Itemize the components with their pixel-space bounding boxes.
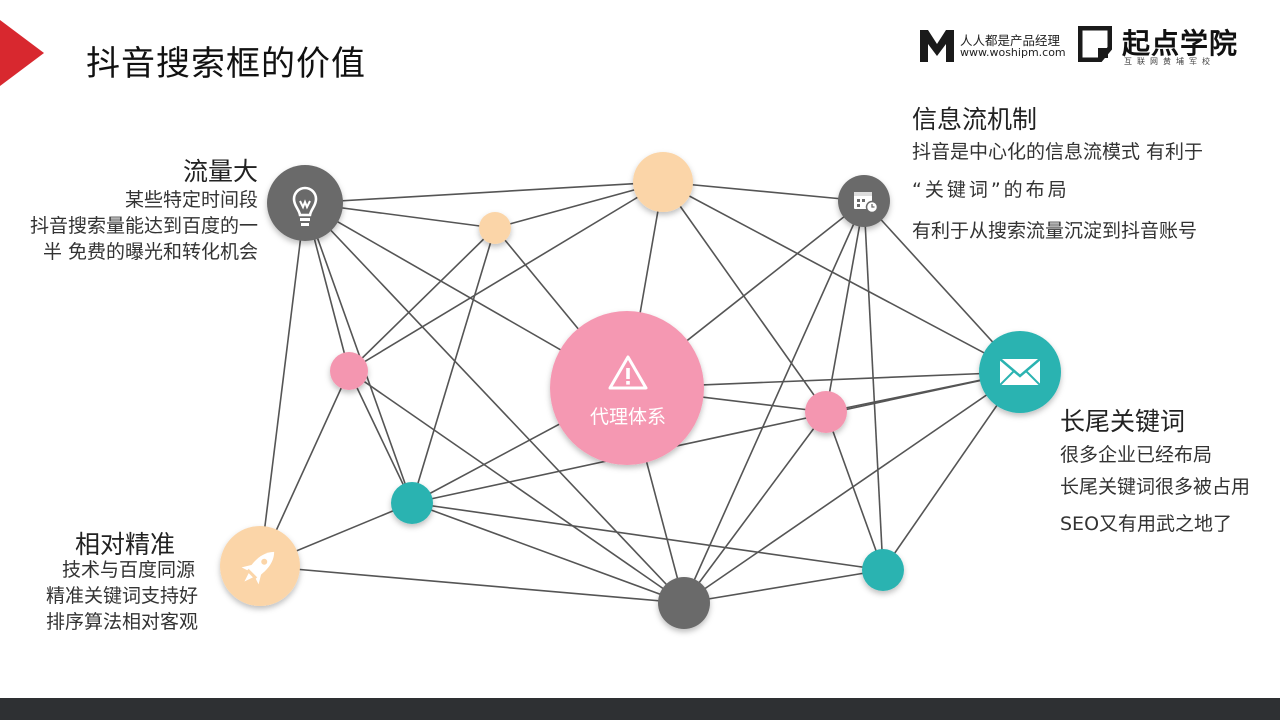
lightbulb-icon [292,186,318,226]
edge-mail-grayB [683,371,1021,604]
node-teal-right [862,549,904,591]
edge-peachT-cal [662,181,865,202]
precise-desc-3: 排序算法相对客观 [45,611,198,633]
calendar-icon [854,192,879,214]
feed-heading: 信息流机制 [912,105,1038,134]
edge-bulb-peachT [304,181,664,204]
edge-cal-pinkR [825,200,865,413]
page-title: 抖音搜索框的价值 [86,44,366,84]
edge-rocket-grayB [259,565,685,604]
longtail-desc-1: 很多企业已经布局 [1060,444,1213,466]
feed-desc-3: 有利于从搜索流量沉淀到抖音账号 [912,220,1198,242]
edge-bulb-rocket [259,202,306,567]
node-peach-small [479,212,511,244]
traffic-desc-2: 抖音搜索量能达到百度的一 [29,215,258,237]
edge-pinkL-tealL [348,370,413,504]
feed-desc-2: “关键词”的布局 [912,179,1070,201]
accent-triangle [0,20,44,86]
edge-peachT-mail [662,181,1021,373]
node-pink-left [330,352,368,390]
edge-pinkL-grayB [348,370,685,604]
academy-subtitle: 互联网黄埔军校 [1124,57,1215,66]
traffic-desc-1: 某些特定时间段 [124,189,258,211]
edge-peachS-tealL [411,227,496,504]
academy-logo-icon [1078,26,1112,62]
edge-pinkR-tealR [825,411,884,571]
mail-icon [999,358,1041,386]
edge-peachT-pinkR [662,181,827,413]
edge-tealL-tealR [411,502,884,571]
longtail-desc-2: 长尾关键词很多被占用 [1060,476,1251,498]
precise-desc-2: 精准关键词支持好 [45,585,198,607]
traffic-desc-3: 半 免费的曝光和转化机会 [42,241,258,263]
academy-name: 起点学院 [1122,27,1239,60]
woshipm-logo-icon [920,30,954,62]
edge-mail-tealL [411,371,1021,504]
edge-tealL-grayB [411,502,685,604]
network-nodes [220,152,1061,629]
warning-icon [608,355,648,390]
edge-peachS-pinkL [348,227,496,372]
edge-cal-tealR [863,200,884,571]
traffic-heading: 流量大 [182,157,258,186]
brand-logos: 人人都是产品经理 www.woshipm.com 起点学院 互联网黄埔军校 [916,24,1256,72]
edge-bulb-grayB [304,202,685,604]
edge-grayB-tealR [683,569,884,604]
node-pink-right [805,391,847,433]
node-teal-left [391,482,433,524]
edge-peachT-pinkL [348,181,664,372]
precise-desc-1: 技术与百度同源 [61,559,195,581]
footer-bar [0,698,1280,720]
edge-cal-grayB [683,200,865,604]
edge-pinkR-grayB [683,411,827,604]
node-gray-bottom [658,577,710,629]
center-node-label: 代理体系 [589,406,666,428]
brand-name: 人人都是产品经理 [960,33,1061,48]
precise-heading: 相对精准 [74,530,175,559]
edge-bulb-tealL [304,202,413,504]
longtail-desc-3: SEO又有用武之地了 [1060,513,1233,535]
node-peach-top [633,152,693,212]
brand-url: www.woshipm.com [960,46,1066,59]
longtail-heading: 长尾关键词 [1060,407,1186,436]
feed-desc-1: 抖音是中心化的信息流模式 有利于 [912,141,1204,163]
